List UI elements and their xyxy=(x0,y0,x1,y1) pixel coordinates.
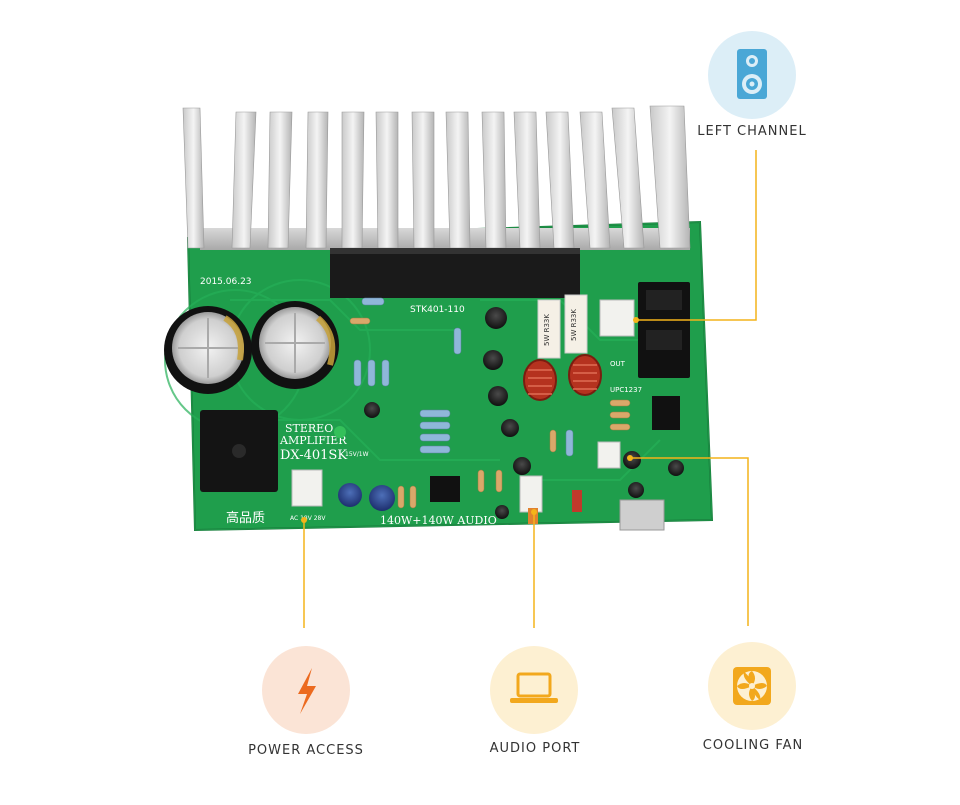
small-capacitors xyxy=(334,307,684,519)
board-power-text: 140W+140W AUDIO xyxy=(380,514,497,527)
cooling-fan-callout-icon xyxy=(708,642,796,730)
board-brand: 高品质 xyxy=(226,510,265,526)
board-model-line3: DX-401SK xyxy=(280,448,347,463)
filter-capacitors xyxy=(164,301,339,394)
speaker-icon xyxy=(737,49,767,99)
lightning-icon xyxy=(298,668,316,714)
resistors xyxy=(349,297,631,509)
inductors xyxy=(523,354,602,401)
board-model-line1: STEREO xyxy=(285,422,333,435)
bridge-rectifier xyxy=(200,410,278,492)
heatsink xyxy=(182,105,691,298)
board-out-label: OUT xyxy=(610,360,626,368)
board-input-label: AC 18V 28V xyxy=(290,515,326,522)
connectors xyxy=(291,299,665,531)
cooling-fan-label: COOLING FAN xyxy=(702,738,804,753)
audio-port-callout-icon xyxy=(490,646,578,734)
cement-resistors: 5W R33K 5W R33K xyxy=(537,294,588,359)
board-model-line2: AMPLIFIER xyxy=(279,434,347,447)
power-access-callout-icon xyxy=(262,646,350,734)
left-channel-callout-icon xyxy=(708,31,796,119)
board-chip-label: STK401-110 xyxy=(410,305,465,315)
audio-port-label: AUDIO PORT xyxy=(489,741,581,756)
small-ics xyxy=(430,396,680,524)
board-upc-label: UPC1237 xyxy=(610,386,642,394)
power-access-label: POWER ACCESS xyxy=(248,743,364,758)
left-channel-label: LEFT CHANNEL xyxy=(697,124,807,139)
resistor-label-1: 5W R33K xyxy=(543,314,551,346)
callout-leader-lines xyxy=(301,150,757,628)
resistor-label-2: 5W R33K xyxy=(570,309,578,341)
fan-icon xyxy=(733,667,771,705)
board-date: 2015.06.23 xyxy=(200,277,252,287)
board-vw-label: 15V/1W xyxy=(345,451,369,458)
laptop-icon xyxy=(510,672,558,703)
relay xyxy=(638,282,690,378)
